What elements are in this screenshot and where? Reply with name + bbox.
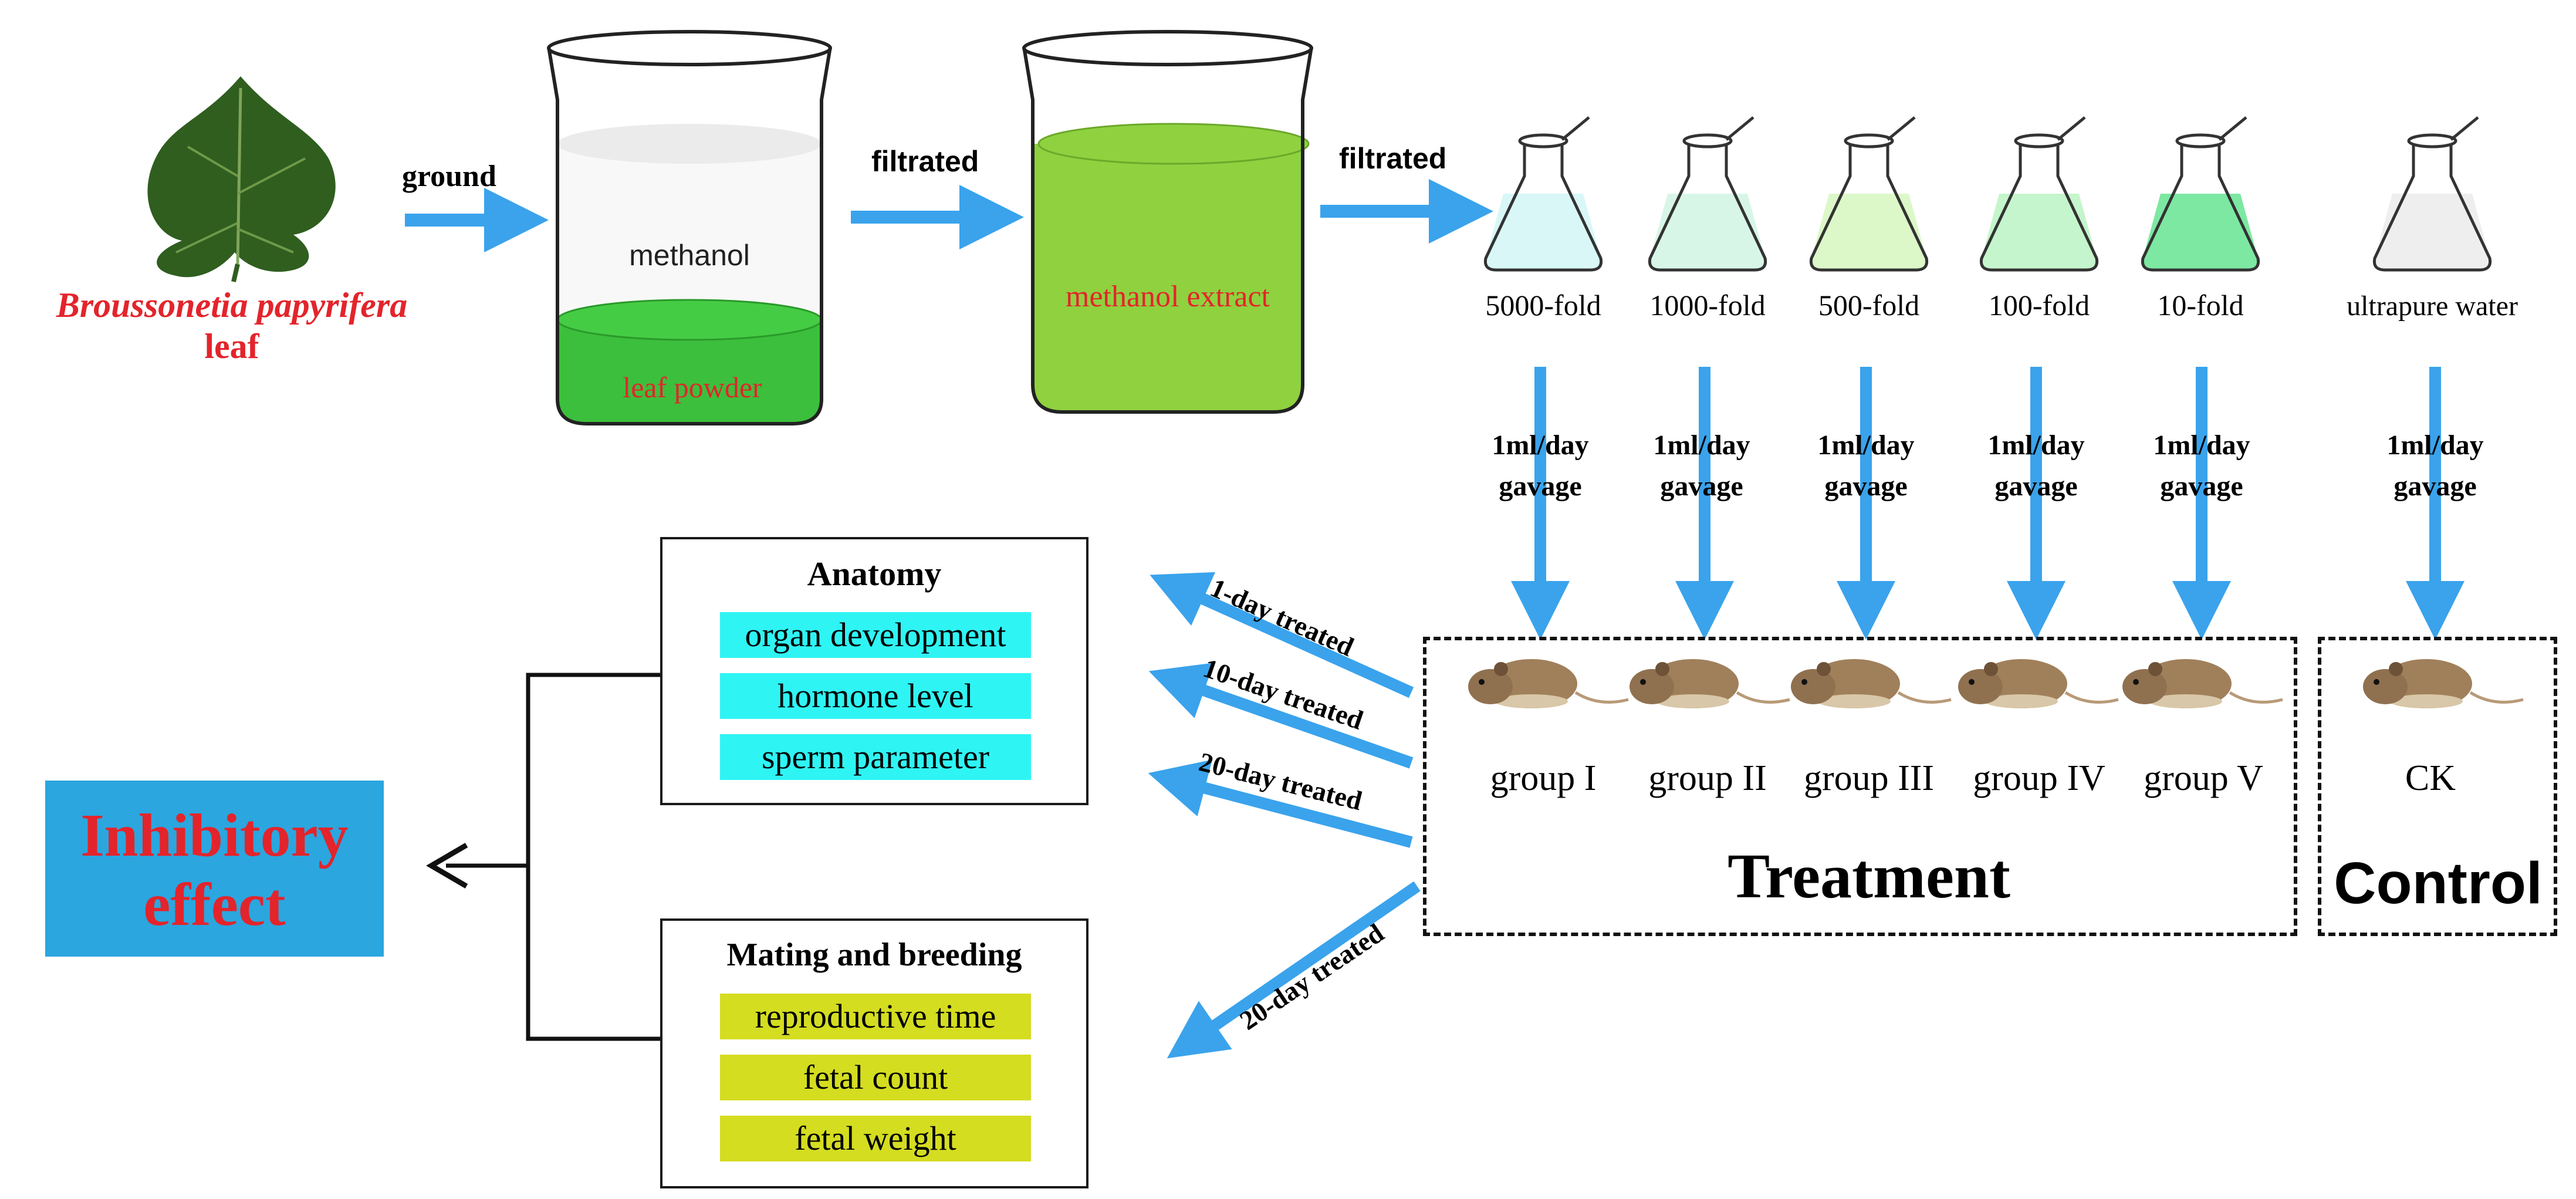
methanol-extract-label: methanol extract — [1066, 280, 1270, 313]
dose-line1-4: 1ml/day — [1987, 430, 2085, 461]
control-title: Control — [2334, 850, 2543, 916]
ground-label: ground — [402, 160, 496, 193]
treatment-box — [1423, 637, 2297, 936]
methanol-beaker — [547, 30, 832, 425]
flask-5 — [2141, 116, 2260, 272]
treated-arrow-2 — [1148, 663, 1414, 769]
mating-box: Mating and breeding reproductive time fe… — [660, 918, 1088, 1188]
mating-title: Mating and breeding — [726, 937, 1022, 973]
anatomy-box: Anatomy organ development hormone level … — [660, 537, 1088, 805]
flask-label-2: 1000-fold — [1649, 289, 1766, 322]
treated-arrow-3 — [1148, 759, 1413, 848]
dose-line2-4: gavage — [1994, 471, 2078, 502]
dose-line2-5: gavage — [2160, 471, 2243, 502]
filtrated-label-2: filtrated — [1339, 142, 1447, 175]
flask-label-6: ultrapure water — [2347, 291, 2518, 322]
group-label-1: group I — [1490, 758, 1597, 798]
flask-label-5: 10-fold — [2157, 289, 2244, 322]
flask-3 — [1809, 116, 1929, 272]
flask-6 — [2372, 116, 2492, 272]
leaf-species-label: Broussonetia papyrifera — [56, 286, 408, 325]
dose-line2-1: gavage — [1499, 471, 1582, 502]
mouse-row — [1468, 659, 2524, 708]
mouse-5 — [2122, 659, 2283, 708]
result-bracket — [426, 673, 660, 1041]
treated-arrow-1 — [1150, 572, 1414, 698]
dose-line1-2: 1ml/day — [1653, 430, 1750, 461]
anatomy-item-hormone-level: hormone level — [720, 673, 1031, 719]
group-label-3: group III — [1803, 758, 1935, 798]
result-line1: Inhibitory — [80, 802, 349, 869]
leaf-image — [147, 76, 336, 282]
leaf-suffix-label: leaf — [204, 327, 259, 366]
anatomy-title: Anatomy — [807, 555, 942, 593]
flask-label-3: 500-fold — [1818, 289, 1920, 322]
dose-line2-6: gavage — [2394, 471, 2477, 502]
mating-item-fetal-count: fetal count — [720, 1055, 1031, 1100]
flask-label-4: 100-fold — [1988, 289, 2090, 322]
dose-line1-1: 1ml/day — [1492, 430, 1589, 461]
control-box — [2318, 637, 2557, 936]
mating-item-fetal-weight: fetal weight — [720, 1116, 1031, 1161]
extract-beaker — [1022, 30, 1313, 414]
result-line2: effect — [143, 871, 286, 938]
flask-1 — [1483, 116, 1603, 272]
group-label-2: group II — [1648, 758, 1767, 798]
mouse-3 — [1791, 659, 1952, 708]
mouse-1 — [1468, 659, 1629, 708]
inhibitory-effect-box: Inhibitory effect — [45, 781, 384, 957]
methanol-label: methanol — [629, 239, 750, 272]
mouse-4 — [1958, 659, 2119, 708]
mouse-2 — [1630, 659, 1790, 708]
group-label-5: group V — [2144, 758, 2263, 798]
group-label-4: group IV — [1973, 758, 2105, 798]
dose-line2-3: gavage — [1824, 471, 1908, 502]
dose-line1-5: 1ml/day — [2153, 430, 2250, 461]
flask-label-1: 5000-fold — [1485, 289, 1601, 322]
treated-arrow-4 — [1167, 881, 1421, 1059]
mouse-6 — [2363, 659, 2524, 708]
control-group-label: CK — [2405, 758, 2456, 798]
dose-line1-3: 1ml/day — [1817, 430, 1915, 461]
gavage-arrows — [1511, 367, 2465, 640]
anatomy-item-sperm-parameter: sperm parameter — [720, 734, 1031, 780]
anatomy-item-organ-development: organ development — [720, 612, 1031, 658]
treatment-title: Treatment — [1728, 842, 2010, 911]
dose-line1-6: 1ml/day — [2386, 430, 2484, 461]
flask-2 — [1648, 116, 1767, 272]
mating-item-reproductive-time: reproductive time — [720, 994, 1031, 1039]
flask-row — [1483, 116, 2492, 272]
filtrated-label-1: filtrated — [871, 145, 979, 178]
leaf-powder-label: leaf powder — [623, 371, 762, 404]
dose-line2-2: gavage — [1660, 471, 1743, 502]
flask-4 — [1979, 116, 2099, 272]
